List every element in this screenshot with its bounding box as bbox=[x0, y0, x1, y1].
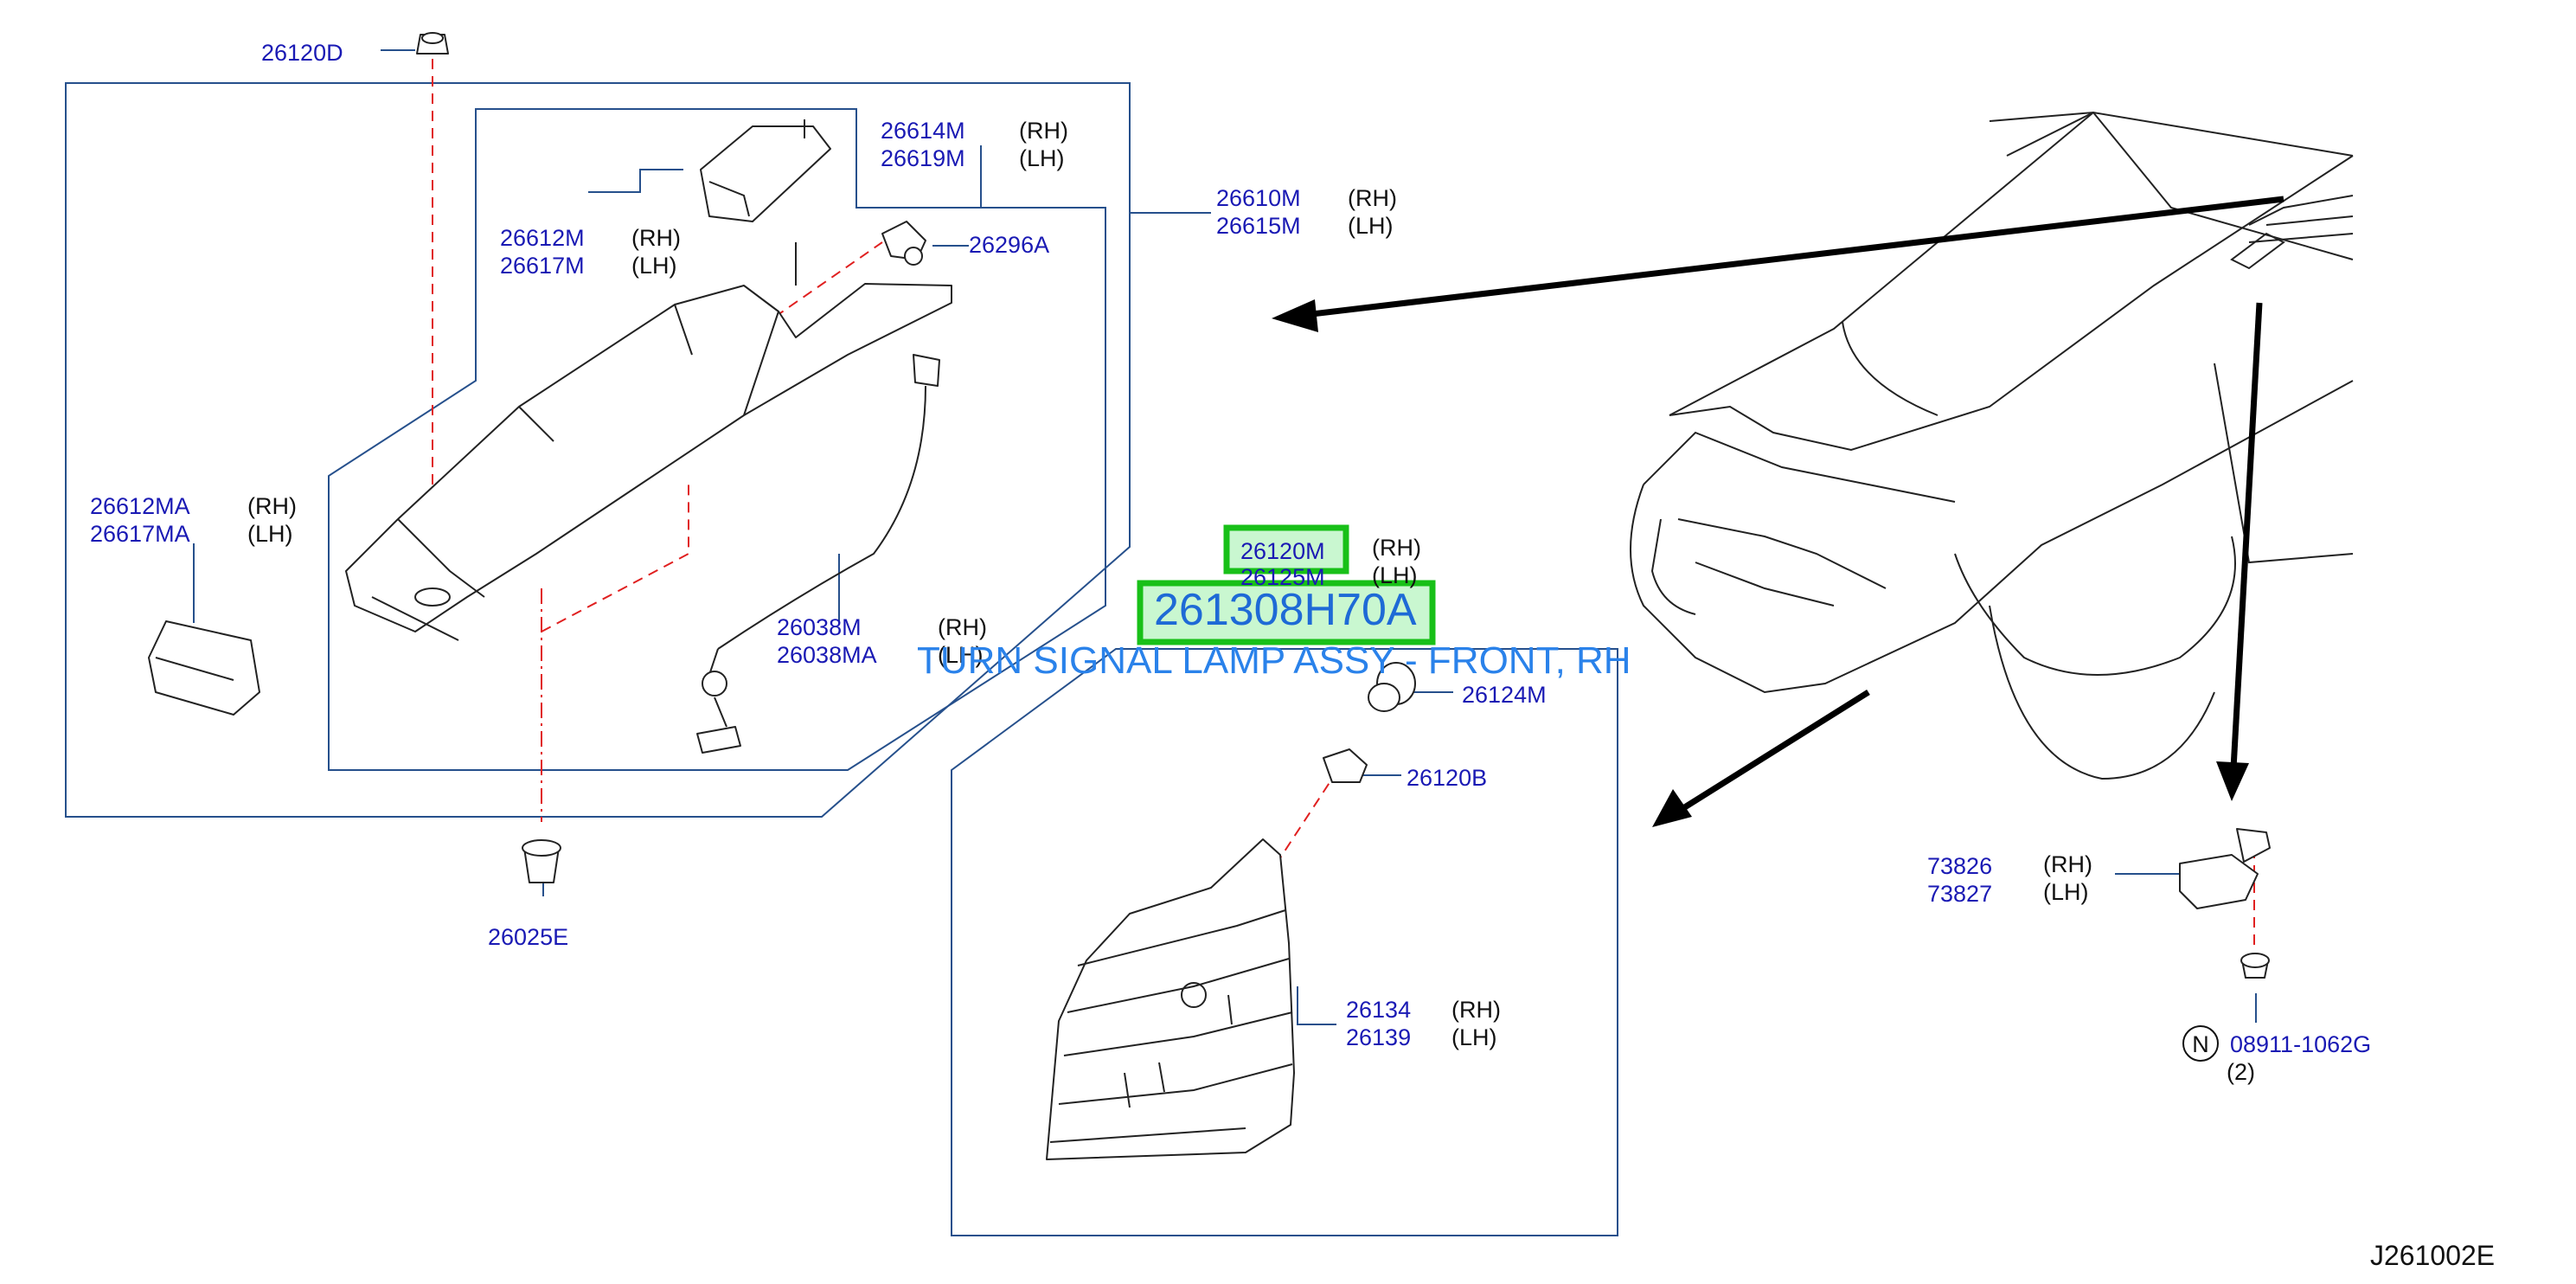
label-26120M-side: (RH) bbox=[1372, 535, 1421, 561]
label-26120M[interactable]: 26120M bbox=[1240, 538, 1325, 564]
bulb-26124M-part bbox=[1368, 662, 1416, 712]
turn-signal-lamp-26134-part bbox=[1046, 838, 1295, 1160]
label-26139-side: (LH) bbox=[1451, 1024, 1497, 1050]
highlight-part-number[interactable]: 261308H70A bbox=[1154, 585, 1417, 635]
label-26124M[interactable]: 26124M bbox=[1462, 682, 1547, 708]
nut-08911-part bbox=[2240, 953, 2270, 979]
harness-26038M-part bbox=[696, 354, 940, 754]
part-labels: 26120D 26614M (RH) 26619M (LH) 26612M (R… bbox=[90, 40, 2371, 1085]
marker-housing-part bbox=[345, 242, 952, 641]
highlight-part-description: TURN SIGNAL LAMP ASSY - FRONT, RH bbox=[917, 639, 1631, 682]
nut-symbol-circle bbox=[2182, 1025, 2219, 1062]
label-26038MA[interactable]: 26038MA bbox=[777, 642, 877, 668]
label-26619M-side: (LH) bbox=[1019, 145, 1065, 171]
label-26125M-side: (LH) bbox=[1372, 562, 1418, 588]
label-26134-side: (RH) bbox=[1451, 997, 1501, 1023]
label-26038M[interactable]: 26038M bbox=[777, 614, 862, 640]
label-26612M-side: (RH) bbox=[631, 225, 681, 251]
vehicle-outline bbox=[1630, 111, 2354, 780]
label-73827-side: (LH) bbox=[2043, 879, 2089, 905]
label-08911-qty: (2) bbox=[2227, 1059, 2255, 1085]
inner-frame-housing bbox=[328, 108, 1106, 771]
label-26614M-side: (RH) bbox=[1019, 118, 1068, 144]
lens-26612MA-part bbox=[148, 620, 260, 716]
label-73826[interactable]: 73826 bbox=[1927, 853, 1992, 879]
label-26610M[interactable]: 26610M bbox=[1216, 185, 1301, 211]
label-26139[interactable]: 26139 bbox=[1346, 1024, 1411, 1050]
label-26120D[interactable]: 26120D bbox=[261, 40, 343, 66]
label-26038MA-side: (LH) bbox=[938, 642, 984, 668]
label-26125M[interactable]: 26125M bbox=[1240, 564, 1325, 590]
label-26614M[interactable]: 26614M bbox=[881, 118, 965, 144]
outer-frame-assembly bbox=[65, 82, 1131, 818]
label-26615M[interactable]: 26615M bbox=[1216, 213, 1301, 239]
label-26134[interactable]: 26134 bbox=[1346, 997, 1411, 1023]
lamp-frame bbox=[951, 648, 1618, 1236]
label-26120B[interactable]: 26120B bbox=[1407, 765, 1487, 791]
highlight-box-selected-part bbox=[1137, 580, 1436, 645]
highlight-box-26120M bbox=[1223, 524, 1349, 575]
label-26296A[interactable]: 26296A bbox=[969, 232, 1049, 258]
label-26617M[interactable]: 26617M bbox=[500, 253, 585, 279]
label-26038M-side: (RH) bbox=[938, 614, 987, 640]
nut-symbol-letter: N bbox=[2192, 1031, 2209, 1057]
cover-26612M-part bbox=[700, 119, 831, 222]
label-26615M-side: (LH) bbox=[1348, 213, 1394, 239]
label-26617MA[interactable]: 26617MA bbox=[90, 521, 190, 547]
label-26617M-side: (LH) bbox=[631, 253, 677, 279]
clip-26120D-part bbox=[416, 32, 449, 55]
label-26612M[interactable]: 26612M bbox=[500, 225, 585, 251]
callout-arrows bbox=[1272, 196, 2284, 827]
label-08911-1062G[interactable]: 08911-1062G bbox=[2230, 1031, 2371, 1057]
socket-26120B-part bbox=[1323, 748, 1368, 783]
label-26025E[interactable]: 26025E bbox=[488, 924, 568, 950]
label-26610M-side: (RH) bbox=[1348, 185, 1397, 211]
label-26619M[interactable]: 26619M bbox=[881, 145, 965, 171]
bracket-73826-part bbox=[2179, 828, 2271, 909]
label-26612MA-side: (RH) bbox=[247, 493, 297, 519]
grommet-26025E-part bbox=[522, 839, 561, 883]
label-73827[interactable]: 73827 bbox=[1927, 881, 1992, 907]
socket-26296A-part bbox=[881, 221, 926, 266]
label-26612MA[interactable]: 26612MA bbox=[90, 493, 190, 519]
diagram-code: J261002E bbox=[2370, 1240, 2495, 1271]
label-26617MA-side: (LH) bbox=[247, 521, 293, 547]
label-73826-side: (RH) bbox=[2043, 851, 2092, 877]
